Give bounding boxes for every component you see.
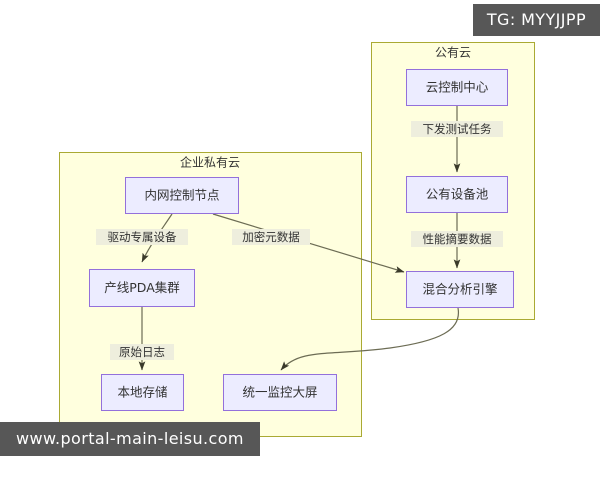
node-local-store-label: 本地存储 (117, 385, 167, 400)
edge-dispatch-task-label: 下发测试任务 (423, 122, 492, 136)
edge-raw-log-label: 原始日志 (119, 345, 165, 359)
edge-encrypted-meta-label: 加密元数据 (242, 230, 300, 244)
edge-raw-log: 原始日志 (110, 306, 174, 371)
edge-perf-summary: 性能摘要数据 (411, 212, 503, 269)
node-cloud-ctrl-box (406, 69, 508, 106)
tag-badge: TG: MYYJJPP (472, 4, 600, 36)
cluster-private-cloud-title: 企业私有云 (180, 155, 240, 170)
node-pda-cluster-label: 产线PDA集群 (104, 280, 180, 295)
node-monitor-wall[interactable]: 统一监控大屏 (223, 374, 337, 411)
node-public-pool-label: 公有设备池 (426, 187, 489, 202)
edge-perf-summary-label-bg (411, 231, 503, 247)
site-watermark: www.portal-main-leisu.com (0, 422, 260, 456)
node-pda-cluster[interactable]: 产线PDA集群 (89, 269, 195, 307)
node-hybrid-engine-label: 混合分析引擎 (422, 282, 497, 297)
edge-perf-summary-label: 性能摘要数据 (423, 232, 492, 246)
node-monitor-wall-box (223, 374, 337, 411)
node-hybrid-engine-box (406, 271, 514, 308)
edge-engine-to-monitor-line (280, 307, 460, 371)
node-intranet-ctrl-label: 内网控制节点 (144, 188, 219, 203)
edge-raw-log-label-bg (110, 344, 174, 360)
edge-encrypted-meta-label-bg (232, 229, 310, 245)
node-cloud-ctrl-label: 云控制中心 (426, 80, 489, 95)
node-local-store[interactable]: 本地存储 (101, 374, 184, 411)
edge-drive-device-label: 驱动专属设备 (108, 230, 177, 244)
node-monitor-wall-label: 统一监控大屏 (242, 385, 317, 400)
edge-encrypted-meta: 加密元数据 (212, 213, 405, 273)
node-cloud-ctrl[interactable]: 云控制中心 (406, 69, 508, 106)
edge-dispatch-task-label-bg (411, 121, 503, 137)
node-intranet-ctrl[interactable]: 内网控制节点 (125, 177, 239, 214)
edge-drive-device-label-bg (96, 229, 188, 245)
node-local-store-box (101, 374, 184, 411)
node-public-pool-box (406, 176, 508, 213)
edge-drive-device: 驱动专属设备 (96, 213, 188, 263)
edge-dispatch-task: 下发测试任务 (411, 106, 503, 173)
node-pda-cluster-box (89, 269, 195, 307)
node-public-pool[interactable]: 公有设备池 (406, 176, 508, 213)
node-hybrid-engine[interactable]: 混合分析引擎 (406, 271, 514, 308)
cluster-public-cloud-title: 公有云 (435, 46, 471, 60)
node-intranet-ctrl-box (125, 177, 239, 214)
edge-engine-to-monitor (280, 307, 460, 371)
